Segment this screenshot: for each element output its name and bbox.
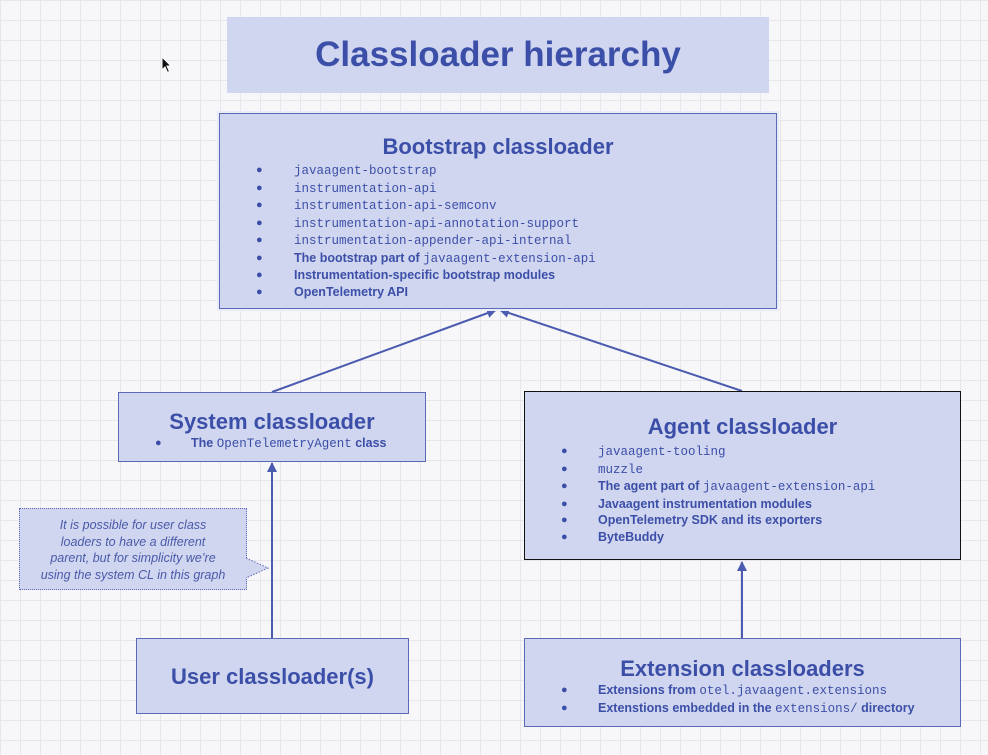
list-item: ● Instrumentation-specific bootstrap modu… xyxy=(220,267,776,284)
bullet-icon: ● xyxy=(561,480,568,492)
bullet-icon: ● xyxy=(561,462,568,475)
bootstrap-classloader-title: Bootstrap classloader xyxy=(382,134,614,159)
bullet-icon: ● xyxy=(256,269,263,281)
bullet-icon: ● xyxy=(561,684,568,696)
item-code: OpenTelemetryAgent xyxy=(216,437,352,451)
note-callout-pointer xyxy=(246,557,270,579)
item-text: directory xyxy=(857,700,915,715)
item-text: OpenTelemetry API xyxy=(294,284,408,299)
note-line: It is possible for user class xyxy=(59,518,207,532)
bullet-icon: ● xyxy=(256,181,263,194)
extension-classloaders-list: ● Extensions from otel.javaagent.extensio… xyxy=(525,682,960,717)
list-item: ● javaagent-tooling xyxy=(525,443,960,461)
item-code: instrumentation-api-semconv xyxy=(294,199,497,213)
item-code: instrumentation-appender-api-internal xyxy=(294,234,572,248)
system-classloader-box: System classloader ● The OpenTelemetryAge… xyxy=(118,392,426,462)
item-code: javaagent-tooling xyxy=(598,445,726,459)
item-text: ByteBuddy xyxy=(598,529,664,544)
agent-classloader-list: ● javaagent-tooling ● muzzle ● The agent part… xyxy=(525,443,960,545)
extension-classloaders-box: Extension classloaders ● Extensions from … xyxy=(524,638,961,727)
note-line: loaders to have a different xyxy=(60,534,206,549)
item-code: javaagent-extension-api xyxy=(702,480,876,494)
mouse-cursor-icon xyxy=(161,56,173,74)
extension-classloaders-title: Extension classloaders xyxy=(620,656,865,681)
bullet-icon: ● xyxy=(561,514,568,526)
item-text: Extensions from xyxy=(598,683,700,697)
item-text: Javaagent instrumentation modules xyxy=(598,496,812,511)
diagram-title-box: Classloader hierarchy xyxy=(227,17,769,93)
list-item: ● instrumentation-api-annotation-support xyxy=(220,215,776,233)
bootstrap-classloader-list: ● javaagent-bootstrap ● instrumentation-api… xyxy=(220,162,776,300)
item-text: The bootstrap part of xyxy=(294,250,424,265)
user-classloader-title: User classloader(s) xyxy=(171,664,374,689)
item-text: Instrumentation-specific bootstrap modul… xyxy=(294,268,556,282)
item-text: class xyxy=(351,436,387,450)
bullet-icon: ● xyxy=(561,445,568,457)
bullet-icon: ● xyxy=(155,437,162,449)
bullet-icon: ● xyxy=(256,234,263,246)
item-code: muzzle xyxy=(598,462,644,477)
agent-classloader-box: Agent classloader ● javaagent-tooling ● muz… xyxy=(524,391,961,560)
system-classloader-list: ● The OpenTelemetryAgent class xyxy=(119,435,425,453)
bullet-icon: ● xyxy=(561,701,568,714)
system-classloader-title: System classloader xyxy=(169,409,375,434)
item-code: instrumentation-api xyxy=(294,181,437,196)
item-code: instrumentation-api-annotation-support xyxy=(294,216,580,231)
list-item: ● Javaagent instrumentation modules xyxy=(525,496,960,513)
user-classloader-box: User classloader(s) xyxy=(136,638,409,714)
list-item: ● Extenstions embedded in the extensions/… xyxy=(525,700,960,718)
bullet-icon: ● xyxy=(256,285,263,298)
bullet-icon: ● xyxy=(256,251,263,264)
item-code: extensions/ xyxy=(775,701,858,716)
item-text: OpenTelemetry SDK and its exporters xyxy=(598,513,823,527)
arrow-system-to-bootstrap xyxy=(271,308,497,393)
list-item: ● Extensions from otel.javaagent.extensio… xyxy=(525,682,960,700)
list-item: ● instrumentation-api xyxy=(220,180,776,198)
list-item: ● The agent part of javaagent-extension-a… xyxy=(525,478,960,496)
item-text: The agent part of xyxy=(598,479,703,493)
item-code: javaagent-extension-api xyxy=(423,251,596,266)
note-line: using the system CL in this graph xyxy=(40,567,226,582)
bullet-icon: ● xyxy=(256,199,263,211)
item-text: Extenstions embedded in the xyxy=(598,700,776,715)
bootstrap-classloader-box: Bootstrap classloader ● javaagent-bootstr… xyxy=(219,113,777,309)
note-callout: It is possible for user class loaders to… xyxy=(19,508,247,590)
list-item: ● muzzle xyxy=(525,461,960,479)
bullet-icon: ● xyxy=(561,530,568,543)
arrow-agent-to-bootstrap xyxy=(499,308,743,392)
bullet-icon: ● xyxy=(256,216,263,229)
list-item: ● OpenTelemetry API xyxy=(220,284,776,301)
item-code: otel.javaagent.extensions xyxy=(699,684,887,698)
list-item: ● The OpenTelemetryAgent class xyxy=(119,435,425,453)
bullet-icon: ● xyxy=(561,497,568,510)
list-item: ● instrumentation-appender-api-internal xyxy=(220,232,776,250)
list-item: ● OpenTelemetry SDK and its exporters xyxy=(525,512,960,529)
list-item: ● ByteBuddy xyxy=(525,529,960,546)
agent-classloader-title: Agent classloader xyxy=(647,414,838,439)
diagram-title: Classloader hierarchy xyxy=(315,35,681,74)
list-item: ● The bootstrap part of javaagent-extensi… xyxy=(220,250,776,268)
list-item: ● javaagent-bootstrap xyxy=(220,162,776,180)
list-item: ● instrumentation-api-semconv xyxy=(220,197,776,215)
note-line: parent, but for simplicity we’re xyxy=(50,551,216,565)
item-code: javaagent-bootstrap xyxy=(294,164,437,178)
bullet-icon: ● xyxy=(256,164,263,176)
item-text: The xyxy=(191,436,217,450)
